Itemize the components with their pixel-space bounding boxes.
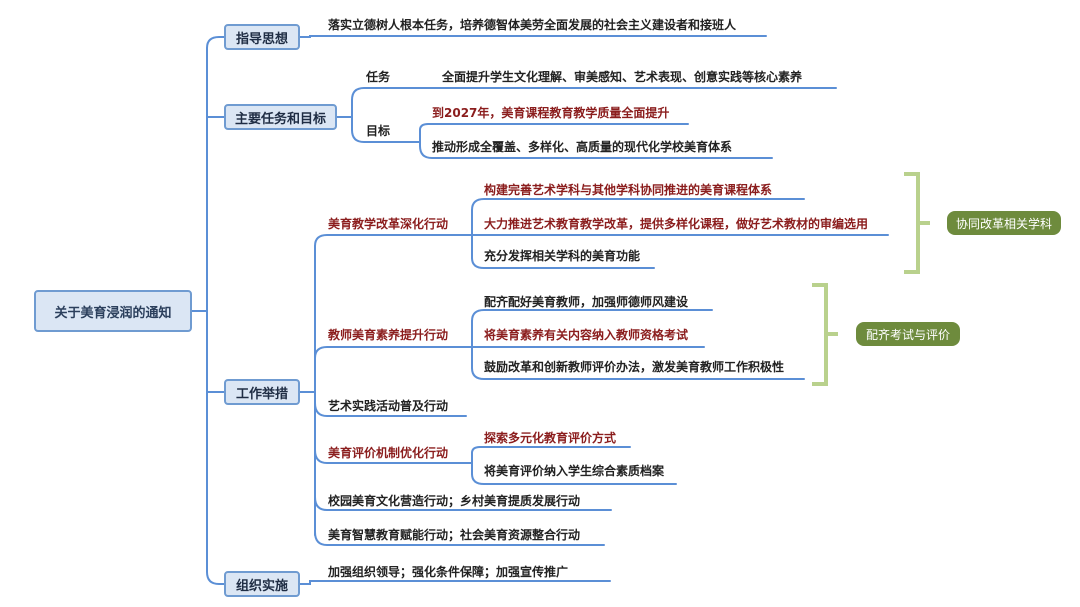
art-line bbox=[314, 402, 467, 417]
main-trunk bbox=[206, 47, 225, 585]
smart-text[interactable]: 美育智慧教育赋能行动；社会美育资源整合行动 bbox=[328, 528, 581, 542]
guiding-label: 指导思想 bbox=[235, 31, 288, 47]
teaching-summary-tag[interactable]: 协同改革相关学科 bbox=[947, 211, 1061, 235]
smart-line bbox=[314, 531, 605, 546]
root-label: 关于美育浸润的通知 bbox=[54, 305, 172, 321]
teacher-bracket bbox=[812, 283, 828, 386]
teacher-item-1[interactable]: 配齐配好美育教师，加强师德师风建设 bbox=[484, 295, 689, 309]
teacher-item-2[interactable]: 将美育素养有关内容纳入教师资格考试 bbox=[484, 328, 689, 342]
teacher-summary-tag[interactable]: 配齐考试与评价 bbox=[856, 322, 960, 346]
goal-label[interactable]: 目标 bbox=[366, 124, 391, 138]
node-guiding[interactable]: 指导思想 bbox=[224, 24, 300, 50]
evaluation-item-1[interactable]: 探索多元化教育评价方式 bbox=[484, 431, 617, 445]
goal-1-text[interactable]: 到2027年，美育课程教育教学质量全面提升 bbox=[432, 106, 670, 120]
teacher-line bbox=[314, 346, 463, 359]
guiding-line bbox=[299, 35, 767, 38]
evaluation-label[interactable]: 美育评价机制优化行动 bbox=[328, 446, 449, 460]
campus-text[interactable]: 校园美育文化营造行动；乡村美育提质发展行动 bbox=[328, 494, 581, 508]
teaching-line bbox=[314, 234, 463, 247]
task-label[interactable]: 任务 bbox=[366, 70, 391, 84]
evaluation-line bbox=[314, 449, 463, 464]
teaching-item-1[interactable]: 构建完善艺术学科与其他学科协同推进的美育课程体系 bbox=[484, 183, 773, 197]
tasks-label: 主要任务和目标 bbox=[234, 111, 326, 127]
org-label: 组织实施 bbox=[235, 578, 288, 594]
org-text[interactable]: 加强组织领导；强化条件保障；加强宣传推广 bbox=[328, 565, 569, 579]
measures-label: 工作举措 bbox=[235, 386, 288, 402]
art-practice-text[interactable]: 艺术实践活动普及行动 bbox=[328, 399, 449, 413]
teacher-item3-line bbox=[471, 367, 805, 380]
task-text[interactable]: 全面提升学生文化理解、审美感知、艺术表现、创意实践等核心素养 bbox=[442, 70, 803, 84]
guiding-text[interactable]: 落实立德树人根本任务，培养德智体美劳全面发展的社会主义建设者和接班人 bbox=[328, 18, 737, 32]
task-underline bbox=[351, 87, 429, 101]
campus-line bbox=[314, 496, 612, 511]
teaching-item3-line bbox=[471, 257, 655, 269]
goal2-line bbox=[419, 145, 773, 159]
teaching-summary-label: 协同改革相关学科 bbox=[955, 216, 1052, 231]
branch-guiding bbox=[206, 36, 225, 49]
root-node[interactable]: 关于美育浸润的通知 bbox=[34, 290, 192, 332]
goal-2-text[interactable]: 推动形成全覆盖、多样化、高质量的现代化学校美育体系 bbox=[432, 140, 733, 154]
evaluation-item-2[interactable]: 将美育评价纳入学生综合素质档案 bbox=[484, 464, 665, 478]
evaluation-item2-line bbox=[471, 473, 677, 485]
goal1-line bbox=[419, 123, 689, 131]
teacher-label[interactable]: 教师美育素养提升行动 bbox=[328, 328, 449, 342]
teacher-item1-line bbox=[471, 309, 713, 322]
teacher-summary-label: 配齐考试与评价 bbox=[865, 327, 950, 342]
node-tasks[interactable]: 主要任务和目标 bbox=[224, 104, 337, 130]
teaching-item-2[interactable]: 大力推进艺术教育教学改革，提供多样化课程，做好艺术教材的审编选用 bbox=[484, 217, 869, 231]
teaching-label[interactable]: 美育教学改革深化行动 bbox=[328, 217, 449, 231]
teaching-item-3[interactable]: 充分发挥相关学科的美育功能 bbox=[484, 249, 641, 263]
teaching-item1-line bbox=[471, 198, 805, 211]
teaching-bracket bbox=[904, 172, 920, 274]
evaluation-item1-line bbox=[471, 446, 631, 454]
goal-underline bbox=[351, 129, 405, 143]
node-org[interactable]: 组织实施 bbox=[224, 571, 300, 597]
node-measures[interactable]: 工作举措 bbox=[224, 379, 300, 405]
org-line bbox=[299, 580, 611, 585]
teacher-item-3[interactable]: 鼓励改革和创新教师评价办法，激发美育教师工作积极性 bbox=[484, 360, 785, 374]
